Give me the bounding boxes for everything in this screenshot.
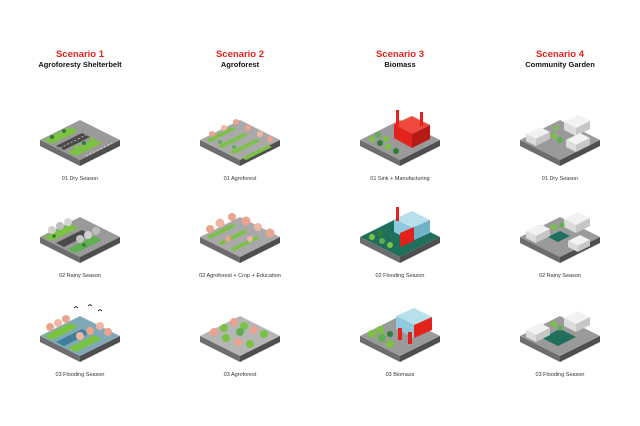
isometric-block-illustration	[40, 217, 120, 263]
scenario-3-flooding-season-diagram: 02 Flooding Season	[320, 203, 480, 303]
scenario-1-dry-season-diagram: 01 Dry Season	[0, 106, 160, 206]
scenario-4-caption-3: 03 Flooding Season	[535, 372, 585, 378]
isometric-block-illustration	[520, 115, 600, 166]
scenario-2-agroforest-mature-diagram: 03 Agroforest	[160, 302, 320, 402]
scenario-2-agroforest-crop-education-diagram: 02 Agroforest + Crop + Education	[160, 203, 320, 303]
scenario-1-caption-2: 02 Rainy Season	[59, 273, 101, 279]
scenario-3-caption-1: 01 Sink + Manufacturing	[370, 176, 430, 182]
scenario-4-caption-2: 02 Rainy Season	[539, 273, 581, 279]
isometric-block-illustration	[360, 308, 440, 362]
scenario-2-name: Agroforest	[220, 60, 260, 69]
scenario-4-name: Community Garden	[525, 60, 595, 69]
scenario-3-number: Scenario 3	[375, 49, 425, 60]
scenario-3-biomass-diagram: 03 Biomass	[320, 302, 480, 402]
scenario-2-number: Scenario 2	[215, 49, 265, 60]
scenario-2-header: Scenario 2 Agroforest	[160, 49, 320, 70]
isometric-block-illustration	[40, 304, 120, 362]
scenario-1-number: Scenario 1	[55, 49, 105, 60]
scenario-1-caption-3: 03 Flooding Season	[55, 372, 105, 378]
scenario-4-number: Scenario 4	[535, 49, 585, 60]
scenario-2-caption-2: 02 Agroforest + Crop + Education	[199, 273, 281, 279]
scenario-1-flooding-season-diagram: 03 Flooding Season	[0, 302, 160, 402]
scenario-1-rainy-season-diagram: 02 Rainy Season	[0, 203, 160, 303]
scenario-1-name: Agroforesty Shelterbelt	[38, 60, 122, 69]
scenario-4-rainy-season-diagram: 02 Rainy Season	[480, 203, 640, 303]
isometric-block-illustration	[200, 213, 280, 263]
scenario-4-flooding-season-diagram: 03 Flooding Season	[480, 302, 640, 402]
isometric-block-illustration	[40, 120, 120, 166]
scenario-4-dry-season-diagram: 01 Dry Season	[480, 106, 640, 206]
isometric-block-illustration	[200, 316, 280, 362]
scenario-2-agroforest-diagram: 01 Agroforest	[160, 106, 320, 206]
scenario-4-header: Scenario 4 Community Garden	[480, 49, 640, 70]
scenario-1-caption-1: 01 Dry Season	[61, 176, 99, 182]
scenario-4-caption-1: 01 Dry Season	[541, 176, 579, 182]
scenario-3-sink-manufacturing-diagram: 01 Sink + Manufacturing	[320, 106, 480, 206]
scenario-3-header: Scenario 3 Biomass	[320, 49, 480, 70]
isometric-block-illustration	[360, 110, 440, 166]
scenario-2-caption-1: 01 Agroforest	[223, 176, 257, 182]
scenario-3-name: Biomass	[384, 60, 416, 69]
isometric-block-illustration	[360, 207, 440, 263]
isometric-block-illustration	[520, 212, 600, 263]
isometric-block-illustration	[520, 311, 600, 362]
scenario-3-caption-2: 02 Flooding Season	[375, 273, 425, 279]
isometric-block-illustration	[200, 119, 280, 166]
scenario-1-header: Scenario 1 Agroforesty Shelterbelt	[0, 49, 160, 70]
scenario-2-caption-3: 03 Agroforest	[223, 372, 257, 378]
scenario-3-caption-3: 03 Biomass	[385, 372, 415, 378]
